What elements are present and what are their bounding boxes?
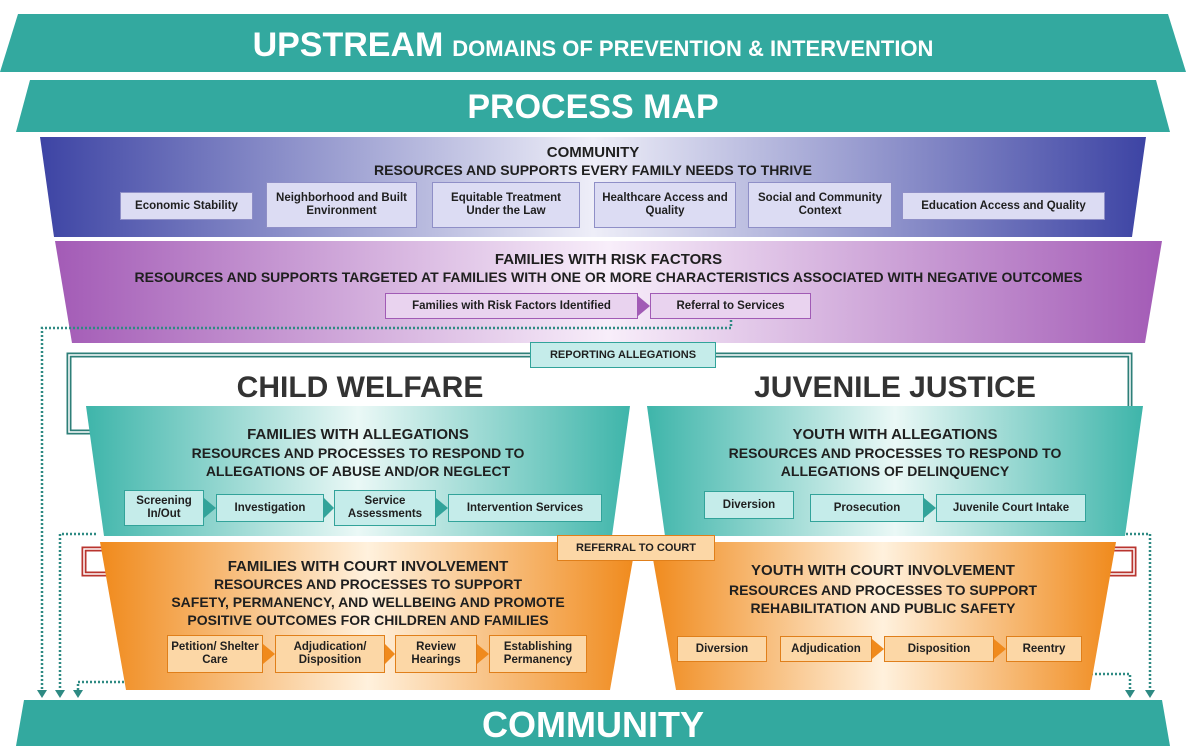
jj-court-step-adjudication: Adjudication — [780, 636, 872, 662]
jj-court-arrow-2 — [994, 639, 1006, 659]
cw-court-arrow-1 — [263, 644, 275, 664]
community-item-social: Social and Community Context — [748, 182, 892, 228]
community-desc: RESOURCES AND SUPPORTS EVERY FAMILY NEED… — [374, 162, 812, 178]
cw-court-step-petition: Petition/ Shelter Care — [167, 635, 263, 673]
community-item-equitable: Equitable Treatment Under the Law — [432, 182, 580, 228]
risk-band: FAMILIES WITH RISK FACTORS RESOURCES AND… — [55, 241, 1162, 343]
community-title: COMMUNITY — [546, 144, 640, 161]
child-welfare-heading: CHILD WELFARE — [236, 371, 484, 404]
footer-title: COMMUNITY — [482, 704, 704, 745]
page-title: UPSTREAM DOMAINS OF PREVENTION & INTERVE… — [0, 26, 1186, 65]
cw-arrow-1 — [204, 498, 216, 518]
risk-item-referral: Referral to Services — [650, 293, 811, 319]
title-banner: UPSTREAM DOMAINS OF PREVENTION & INTERVE… — [0, 14, 1186, 72]
cw-step-screening: Screening In/Out — [124, 490, 204, 526]
cw-court-step-adjudication: Adjudication/ Disposition — [275, 635, 385, 673]
cw-court-desc1: RESOURCES AND PROCESSES TO SUPPORT — [213, 576, 523, 592]
cw-allegations-title: FAMILIES WITH ALLEGATIONS — [247, 426, 469, 443]
jj-court-band: YOUTH WITH COURT INVOLVEMENT RESOURCES A… — [650, 542, 1116, 690]
jj-court-arrow-1 — [872, 639, 884, 659]
jj-step-intake: Juvenile Court Intake — [936, 494, 1086, 522]
cw-step-investigation: Investigation — [216, 494, 324, 522]
juvenile-justice-heading: JUVENILE JUSTICE — [754, 371, 1036, 404]
risk-desc: RESOURCES AND SUPPORTS TARGETED AT FAMIL… — [134, 269, 1083, 285]
jj-arrow-1 — [924, 498, 936, 518]
jj-court-step-disposition: Disposition — [884, 636, 994, 662]
risk-band-shape — [55, 241, 1162, 343]
cw-arrow-3 — [436, 498, 448, 518]
jj-allegations-desc1: RESOURCES AND PROCESSES TO RESPOND TO — [728, 445, 1062, 461]
jj-court-step-diversion: Diversion — [677, 636, 767, 662]
community-item-economic: Economic Stability — [120, 192, 253, 220]
subtitle-banner-shape — [16, 80, 1170, 132]
risk-title: FAMILIES WITH RISK FACTORS — [494, 251, 723, 268]
risk-arrow — [638, 296, 650, 316]
footer-banner: COMMUNITY — [0, 700, 1186, 746]
community-band: COMMUNITY RESOURCES AND SUPPORTS EVERY F… — [40, 137, 1146, 237]
cw-court-desc3: POSITIVE OUTCOMES FOR CHILDREN AND FAMIL… — [187, 612, 549, 628]
jj-allegations-title: YOUTH WITH ALLEGATIONS — [792, 426, 998, 443]
cw-allegations-desc2: ALLEGATIONS OF ABUSE AND/OR NEGLECT — [205, 463, 511, 479]
subtitle-banner: PROCESS MAP — [0, 80, 1186, 132]
cw-court-arrow-3 — [477, 644, 489, 664]
title-banner-shape — [0, 14, 1186, 72]
jj-allegations-desc2: ALLEGATIONS OF DELINQUENCY — [780, 463, 1010, 479]
reporting-allegations-label: REPORTING ALLEGATIONS — [530, 342, 716, 368]
cw-allegations-desc1: RESOURCES AND PROCESSES TO RESPOND TO — [191, 445, 525, 461]
jj-court-desc2: REHABILITATION AND PUBLIC SAFETY — [750, 600, 1016, 616]
cw-court-desc2: SAFETY, PERMANENCY, AND WELLBEING AND PR… — [171, 594, 565, 610]
community-item-healthcare: Healthcare Access and Quality — [594, 182, 736, 228]
jj-step-diversion: Diversion — [704, 491, 794, 519]
page-subtitle: PROCESS MAP — [467, 88, 719, 126]
cw-court-step-permanency: Establishing Permanency — [489, 635, 587, 673]
jj-court-step-reentry: Reentry — [1006, 636, 1082, 662]
title-bold: UPSTREAM — [252, 26, 444, 64]
cw-step-assessments: Service Assessments — [334, 490, 436, 526]
title-rest: DOMAINS OF PREVENTION & INTERVENTION — [452, 36, 934, 61]
jj-step-prosecution: Prosecution — [810, 494, 924, 522]
community-item-education: Education Access and Quality — [902, 192, 1105, 220]
jj-court-title: YOUTH WITH COURT INVOLVEMENT — [751, 562, 1015, 579]
referral-to-court-label: REFERRAL TO COURT — [557, 535, 715, 561]
footer-banner-shape — [16, 700, 1170, 746]
cw-court-arrow-2 — [385, 644, 395, 664]
cw-court-title: FAMILIES WITH COURT INVOLVEMENT — [227, 558, 509, 575]
community-item-neighborhood: Neighborhood and Built Environment — [266, 182, 417, 228]
cw-arrow-2 — [324, 498, 334, 518]
cw-court-step-review: Review Hearings — [395, 635, 477, 673]
jj-court-desc1: RESOURCES AND PROCESSES TO SUPPORT — [728, 582, 1038, 598]
cw-step-intervention: Intervention Services — [448, 494, 602, 522]
risk-item-identified: Families with Risk Factors Identified — [385, 293, 638, 319]
